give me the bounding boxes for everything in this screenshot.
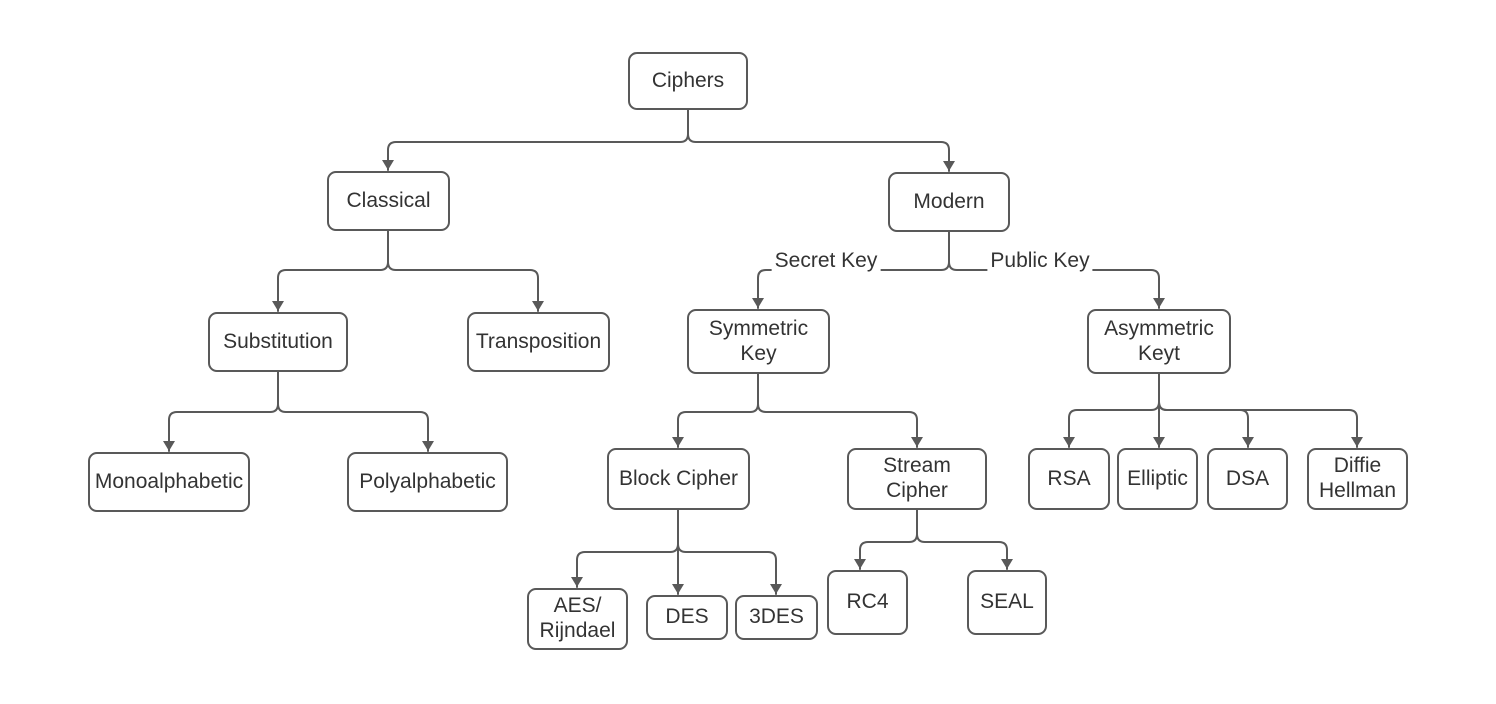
node-ciphers: Ciphers — [628, 52, 748, 110]
node-transposition: Transposition — [467, 312, 610, 372]
edge-classical-transposition — [387, 230, 544, 312]
node-modern: Modern — [888, 172, 1010, 232]
node-rc4: RC4 — [827, 570, 908, 635]
node-symmetric-key: Symmetric Key — [687, 309, 830, 374]
edge-block-3des — [677, 509, 782, 595]
edge-stream-seal — [916, 509, 1013, 570]
node-block-cipher: Block Cipher — [607, 448, 750, 510]
edge-block-aes — [571, 509, 679, 588]
edge-symmetric-block — [672, 373, 759, 448]
node-seal: SEAL — [967, 570, 1047, 635]
edge-substitution-polyalphabetic — [277, 371, 434, 452]
node-3des: 3DES — [735, 595, 818, 640]
node-diffie-hellman: Diffie Hellman — [1307, 448, 1408, 510]
node-dsa: DSA — [1207, 448, 1288, 510]
node-polyalphabetic: Polyalphabetic — [347, 452, 508, 512]
edge-label-public-key: Public Key — [987, 249, 1093, 273]
edge-asymmetric-diffie — [1158, 373, 1363, 448]
edge-classical-substitution — [272, 230, 389, 312]
node-des: DES — [646, 595, 728, 640]
edge-stream-rc4 — [854, 509, 918, 570]
node-aes-rijndael: AES/ Rijndael — [527, 588, 628, 650]
edge-substitution-monoalphabetic — [163, 371, 279, 452]
edge-ciphers-classical — [382, 109, 689, 171]
edge-label-secret-key: Secret Key — [771, 249, 881, 273]
node-substitution: Substitution — [208, 312, 348, 372]
edge-symmetric-stream — [757, 373, 923, 448]
edge-asymmetric-rsa — [1063, 373, 1160, 448]
node-elliptic: Elliptic — [1117, 448, 1198, 510]
node-rsa: RSA — [1028, 448, 1110, 510]
node-monoalphabetic: Monoalphabetic — [88, 452, 250, 512]
node-stream-cipher: Stream Cipher — [847, 448, 987, 510]
node-classical: Classical — [327, 171, 450, 231]
node-asymmetric-key: Asymmetric Keyt — [1087, 309, 1231, 374]
edge-ciphers-modern — [687, 109, 955, 172]
